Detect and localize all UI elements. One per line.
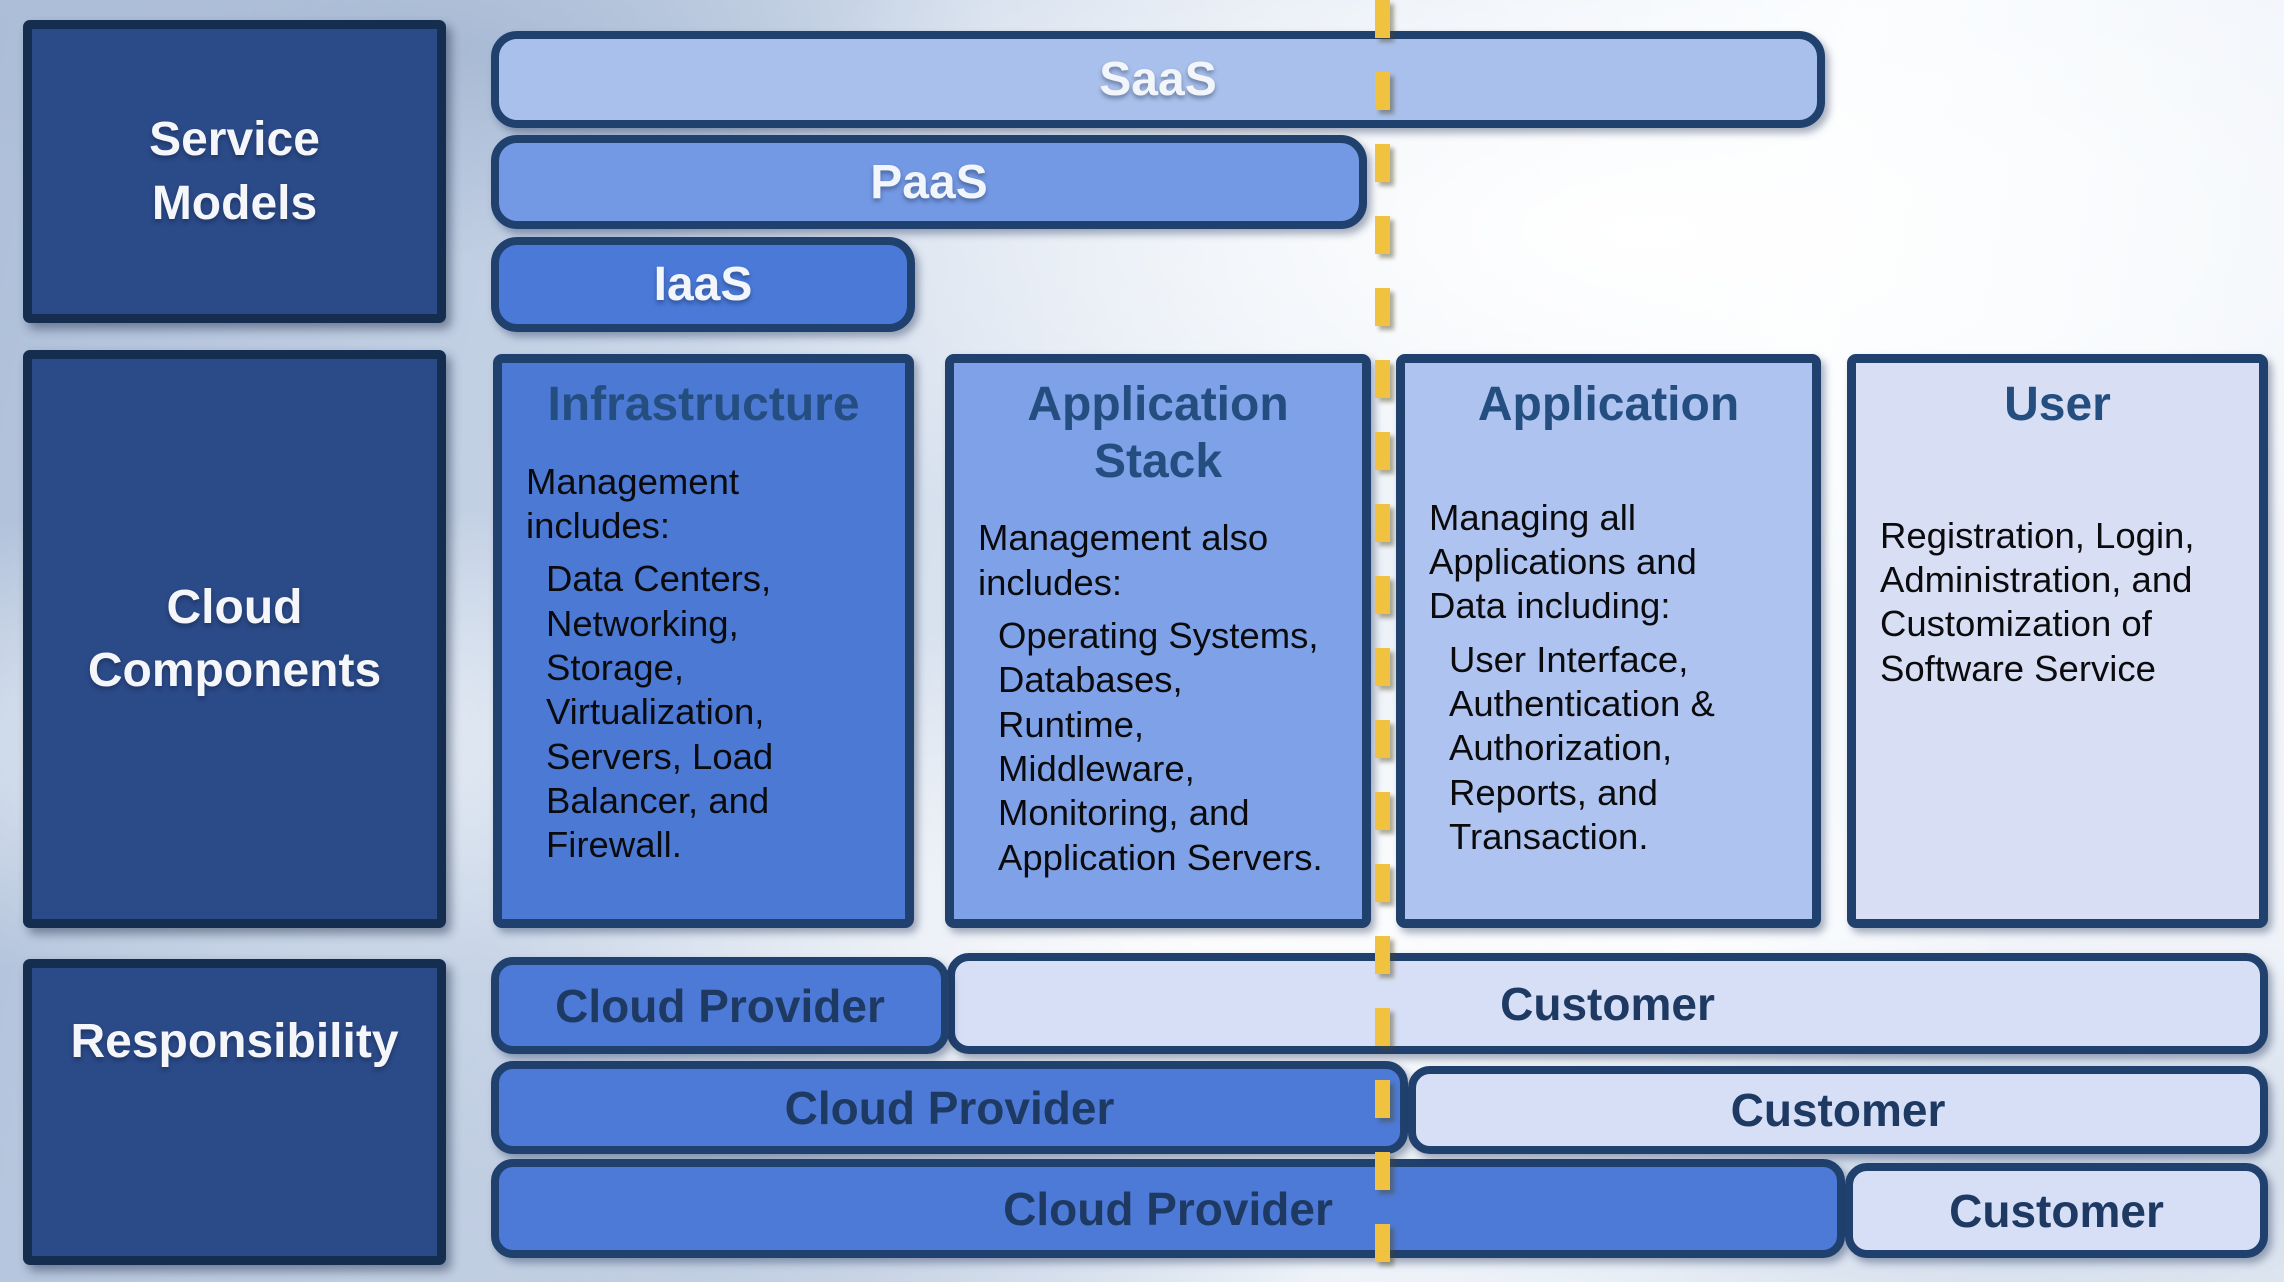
application-title: Application: [1477, 378, 1740, 431]
responsibility-row2-provider-label: Cloud Provider: [784, 1081, 1115, 1134]
user-box: User Registration, Login, Administration…: [1847, 354, 2268, 928]
responsibility-label: Responsibility: [70, 1015, 399, 1068]
infrastructure-items: Data Centers, Networking, Storage, Virtu…: [546, 558, 774, 866]
responsibility-row1-provider-bar: Cloud Provider: [491, 957, 949, 1054]
service-models-header-box: Service Models: [23, 20, 446, 323]
paas-bar: PaaS: [491, 135, 1367, 229]
iaas-bar: IaaS: [491, 237, 915, 332]
responsibility-row2-customer-bar: Customer: [1408, 1066, 2268, 1154]
provider-customer-divider-dashed-line: [1375, 0, 1390, 1282]
user-intro: Registration, Login, Administration, and…: [1880, 514, 2195, 689]
responsibility-row2-provider-bar: Cloud Provider: [491, 1061, 1408, 1154]
responsibility-header-box: Responsibility: [23, 959, 446, 1265]
iaas-label: IaaS: [653, 258, 753, 311]
saas-bar: SaaS: [491, 31, 1825, 128]
application-stack-intro: Management also includes:: [978, 517, 1269, 603]
responsibility-row3-provider-label: Cloud Provider: [1003, 1182, 1333, 1235]
responsibility-row2-customer-label: Customer: [1730, 1084, 1946, 1136]
cloud-components-label: Cloud Components: [87, 580, 382, 697]
application-intro: Managing all Applications and Data inclu…: [1429, 496, 1697, 627]
responsibility-row1-customer-label: Customer: [1500, 977, 1715, 1030]
responsibility-row1-provider-label: Cloud Provider: [555, 979, 885, 1032]
application-stack-title: Application Stack: [1027, 378, 1289, 488]
service-models-label: Service Models: [149, 113, 320, 230]
paas-label: PaaS: [870, 155, 988, 209]
application-stack-box: Application Stack Management also includ…: [945, 354, 1371, 928]
infrastructure-title: Infrastructure: [547, 378, 860, 431]
responsibility-row1-customer-bar: Customer: [947, 953, 2268, 1054]
application-stack-items: Operating Systems, Databases, Runtime, M…: [998, 614, 1323, 878]
saas-label: SaaS: [1099, 53, 1217, 106]
responsibility-row3-customer-bar: Customer: [1845, 1163, 2268, 1258]
responsibility-row3-provider-bar: Cloud Provider: [491, 1159, 1845, 1258]
responsibility-row3-customer-label: Customer: [1949, 1184, 2164, 1237]
application-box: Application Managing all Applications an…: [1396, 354, 1821, 928]
application-items: User Interface, Authentication & Authori…: [1449, 638, 1715, 858]
user-title: User: [2004, 378, 2111, 431]
infrastructure-intro: Management includes:: [526, 460, 740, 546]
cloud-components-header-box: Cloud Components: [23, 350, 446, 928]
infrastructure-box: Infrastructure Management includes: Data…: [493, 354, 914, 928]
